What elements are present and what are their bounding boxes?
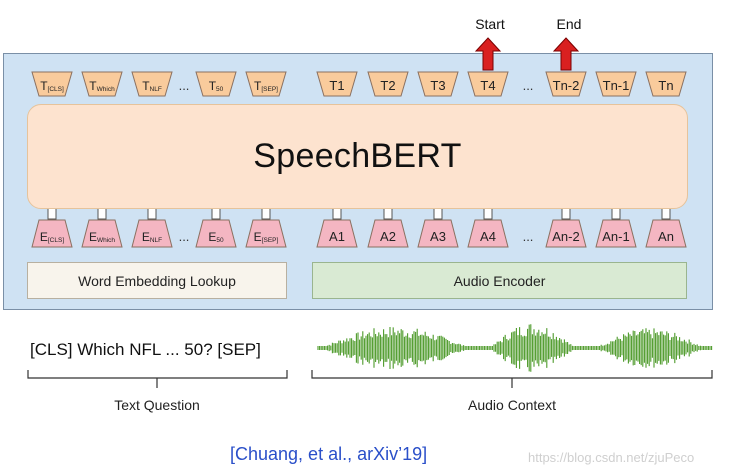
audio-waveform xyxy=(317,324,713,372)
input-token-label: ENLF xyxy=(142,230,162,244)
text-question-bracket xyxy=(27,370,288,388)
output-token-label: Tn-2 xyxy=(553,78,580,93)
input-token-shape xyxy=(645,219,687,248)
input-token-shape xyxy=(131,219,173,248)
output-token-label: Tn-1 xyxy=(603,78,630,93)
audio-context-caption: Audio Context xyxy=(468,397,556,413)
output-ellipsis: ... xyxy=(179,78,190,93)
output-token-label: T[CLS] xyxy=(40,79,64,93)
input-token-shape xyxy=(316,219,358,248)
start-label: Start xyxy=(475,16,505,32)
model-title: SpeechBERT xyxy=(253,137,462,175)
output-token-label: TWhich xyxy=(89,79,115,93)
bottom-token-row: E[CLS] EWhich ENLF... E50 E[SEP] A1 A2 A3 A4... A… xyxy=(31,219,687,248)
output-token-label: T2 xyxy=(380,78,395,93)
input-token-label: EWhich xyxy=(89,230,115,244)
audio-encoder: Audio Encoder xyxy=(312,262,687,299)
input-token-shape xyxy=(245,219,287,248)
start-arrow xyxy=(474,37,502,71)
input-token-label: E50 xyxy=(208,230,224,244)
input-token-shape xyxy=(467,219,509,248)
output-arrows xyxy=(474,37,580,71)
end-arrow xyxy=(552,37,580,71)
input-token-shape xyxy=(595,219,637,248)
output-token-label: TNLF xyxy=(142,79,162,93)
input-token-label: An-2 xyxy=(552,229,579,244)
input-token-shape xyxy=(367,219,409,248)
question-text: [CLS] Which NFL ... 50? [SEP] xyxy=(30,340,261,359)
output-token-shape xyxy=(131,71,173,97)
output-token-shape xyxy=(417,71,459,97)
output-token-shape xyxy=(595,71,637,97)
output-ellipsis: ... xyxy=(523,78,534,93)
speechbert-block: SpeechBERT xyxy=(27,104,688,209)
input-token-label: A1 xyxy=(329,229,345,244)
input-token-shape xyxy=(195,219,237,248)
output-token-label: T1 xyxy=(329,78,344,93)
output-token-shape xyxy=(367,71,409,97)
watermark: https://blog.csdn.net/zjuPeco xyxy=(528,450,695,465)
input-token-shape xyxy=(545,219,587,248)
text-question-caption: Text Question xyxy=(114,397,200,413)
input-token-shape xyxy=(31,219,73,248)
input-token-label: E[CLS] xyxy=(40,230,64,244)
input-ellipsis: ... xyxy=(179,229,190,244)
citation: [Chuang, et al., arXiv’19] xyxy=(230,444,428,464)
word-embedding-lookup: Word Embedding Lookup xyxy=(27,262,287,299)
word-embedding-label: Word Embedding Lookup xyxy=(78,272,236,289)
audio-encoder-label: Audio Encoder xyxy=(453,272,546,289)
input-token-label: A3 xyxy=(430,229,446,244)
output-token-shape xyxy=(545,71,587,97)
output-token-label: T4 xyxy=(480,78,495,93)
input-token-label: E[SEP] xyxy=(254,230,279,244)
output-token-shape xyxy=(245,71,287,97)
input-token-shape xyxy=(417,219,459,248)
input-ellipsis: ... xyxy=(523,229,534,244)
output-token-shape xyxy=(316,71,358,97)
output-token-label: Tn xyxy=(658,78,673,93)
output-token-shape xyxy=(645,71,687,97)
output-token-label: T[SEP] xyxy=(254,79,278,93)
input-brackets xyxy=(27,370,713,388)
output-token-shape xyxy=(195,71,237,97)
input-token-label: An xyxy=(658,229,674,244)
output-token-shape xyxy=(81,71,123,97)
input-token-label: An-1 xyxy=(602,229,629,244)
output-token-shape xyxy=(467,71,509,97)
end-label: End xyxy=(556,16,582,32)
output-token-label: T50 xyxy=(209,79,224,93)
top-token-row: T[CLS] TWhich TNLF... T50 T[SEP] T1 T2 T3 T4... T… xyxy=(31,71,687,97)
audio-context-bracket xyxy=(311,370,713,388)
output-token-label: T3 xyxy=(430,78,445,93)
input-token-label: A4 xyxy=(480,229,496,244)
input-token-label: A2 xyxy=(380,229,396,244)
input-token-shape xyxy=(81,219,123,248)
output-token-shape xyxy=(31,71,73,97)
waveform-path xyxy=(317,324,713,372)
